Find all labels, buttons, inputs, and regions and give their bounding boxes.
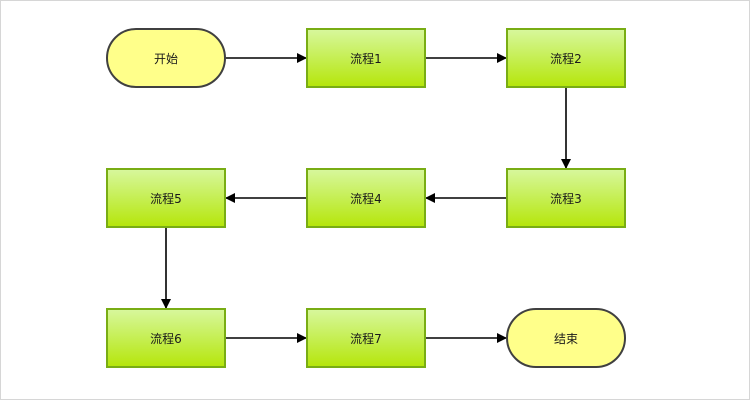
process-node-3[interactable]: 流程3 — [506, 168, 626, 228]
process-node-7-label: 流程7 — [350, 331, 382, 346]
process-node-1[interactable]: 流程1 — [306, 28, 426, 88]
end-node-label: 结束 — [553, 331, 578, 346]
process-node-2[interactable]: 流程2 — [506, 28, 626, 88]
process-node-6-label: 流程6 — [150, 331, 182, 346]
end-terminal-node[interactable]: 结束 — [506, 308, 626, 368]
start-node-label: 开始 — [153, 51, 178, 66]
process-node-2-label: 流程2 — [550, 51, 582, 66]
process-node-3-label: 流程3 — [550, 191, 582, 206]
process-node-5[interactable]: 流程5 — [106, 168, 226, 228]
process-node-5-label: 流程5 — [150, 191, 182, 206]
start-terminal-node[interactable]: 开始 — [106, 28, 226, 88]
process-node-4[interactable]: 流程4 — [306, 168, 426, 228]
process-node-4-label: 流程4 — [350, 191, 382, 206]
process-node-1-label: 流程1 — [350, 51, 382, 66]
process-node-7[interactable]: 流程7 — [306, 308, 426, 368]
process-node-6[interactable]: 流程6 — [106, 308, 226, 368]
